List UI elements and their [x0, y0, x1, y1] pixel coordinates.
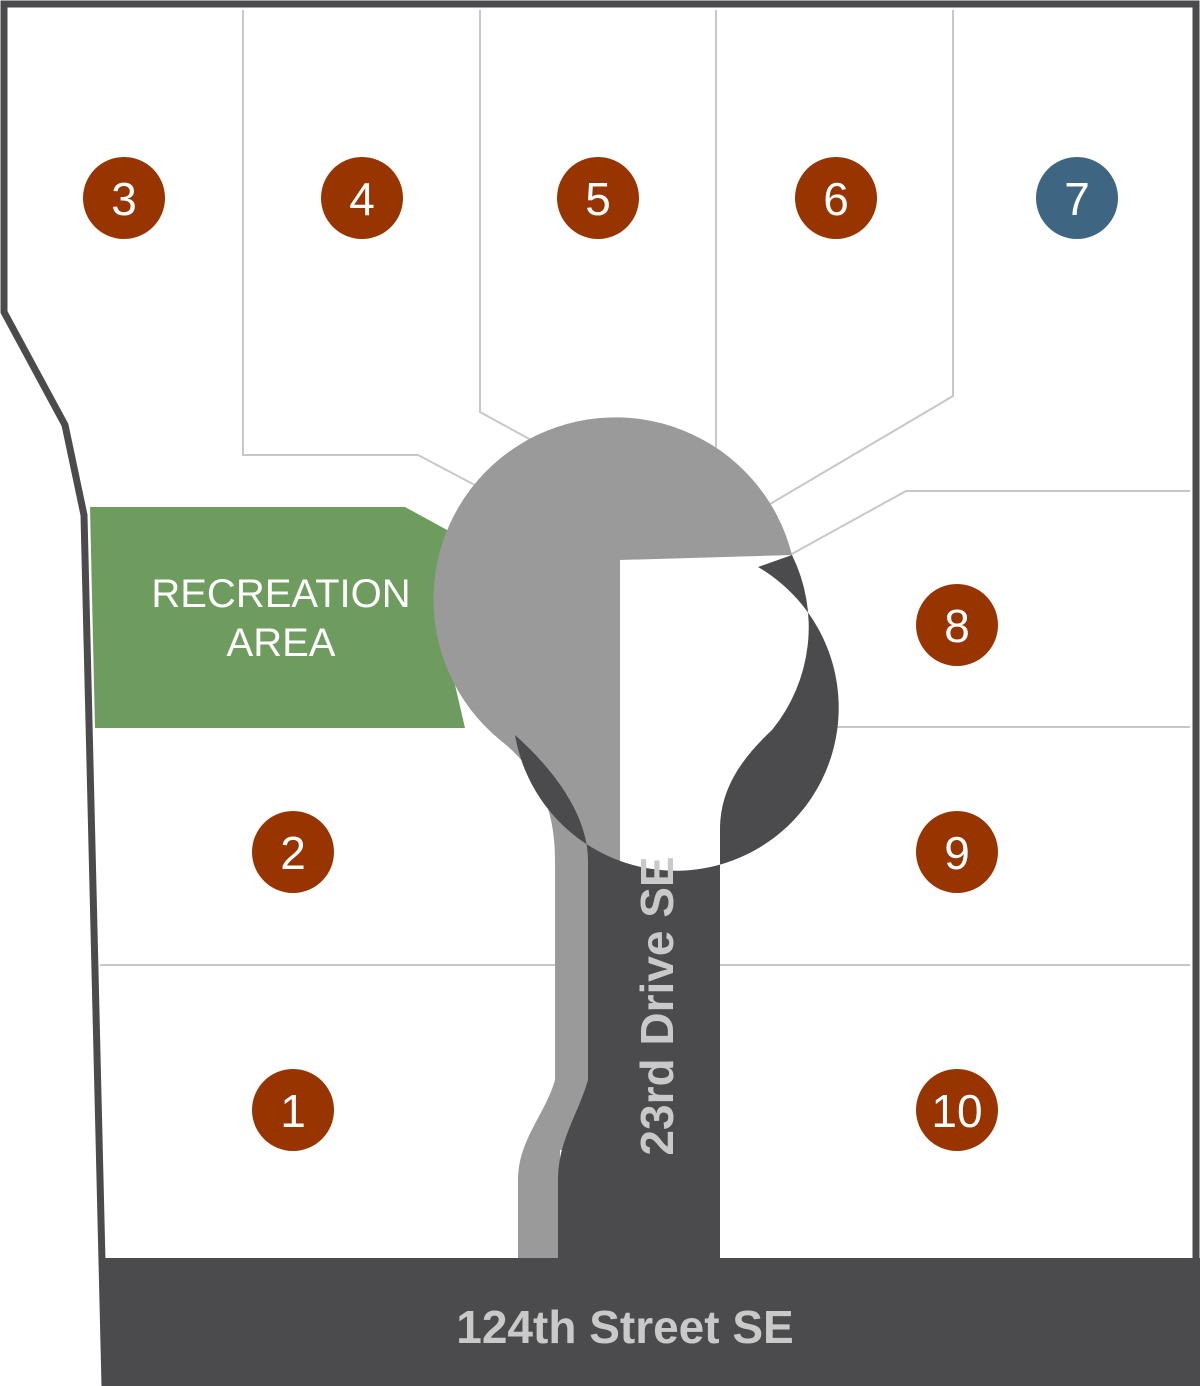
lot-lines	[100, 10, 1190, 966]
lot-number: 1	[280, 1085, 306, 1137]
lot-number: 9	[944, 827, 970, 879]
lot-marker-circle	[916, 811, 998, 893]
recreation-area[interactable]	[90, 507, 465, 728]
lot-line	[789, 490, 1190, 556]
lot-marker-2[interactable]: 2	[252, 811, 334, 893]
lot-marker-1[interactable]: 1	[252, 1069, 334, 1151]
lot-number: 10	[931, 1085, 982, 1137]
lot-marker-8[interactable]: 8	[916, 584, 998, 666]
lot-marker-3[interactable]: 3	[83, 157, 165, 239]
lot-marker-circle	[795, 157, 877, 239]
lot-number: 5	[585, 173, 611, 225]
lot-number: 2	[280, 827, 306, 879]
lot-marker-circle	[83, 157, 165, 239]
lot-marker-5[interactable]: 5	[557, 157, 639, 239]
lot-number: 3	[111, 173, 137, 225]
recreation-area-label-line2: AREA	[227, 621, 336, 665]
lot-marker-circle	[916, 1069, 998, 1151]
lot-marker-circle	[321, 157, 403, 239]
lot-number: 8	[944, 600, 970, 652]
street-label: 124th Street SE	[456, 1301, 793, 1353]
drive-label: 23rd Drive SE	[631, 856, 683, 1155]
recreation-area-label-line1: RECREATION	[151, 572, 410, 616]
lot-line	[242, 10, 491, 494]
lot-marker-4[interactable]: 4	[321, 157, 403, 239]
road-23rd-drive	[515, 555, 839, 1258]
lot-marker-9[interactable]: 9	[916, 811, 998, 893]
lot-marker-circle	[252, 811, 334, 893]
lot-line	[764, 10, 954, 508]
lot-marker-circle	[1036, 157, 1118, 239]
lot-marker-10[interactable]: 10	[916, 1069, 998, 1151]
road-124th-street	[104, 1258, 1200, 1386]
lot-number: 7	[1064, 173, 1090, 225]
lot-number: 6	[823, 173, 849, 225]
lot-marker-7[interactable]: 7	[1036, 157, 1118, 239]
sidewalk	[433, 417, 792, 1258]
lot-marker-circle	[252, 1069, 334, 1151]
lot-marker-circle	[916, 584, 998, 666]
lot-line	[479, 10, 554, 453]
lot-marker-circle	[557, 157, 639, 239]
lot-marker-6[interactable]: 6	[795, 157, 877, 239]
lot-number: 4	[349, 173, 375, 225]
